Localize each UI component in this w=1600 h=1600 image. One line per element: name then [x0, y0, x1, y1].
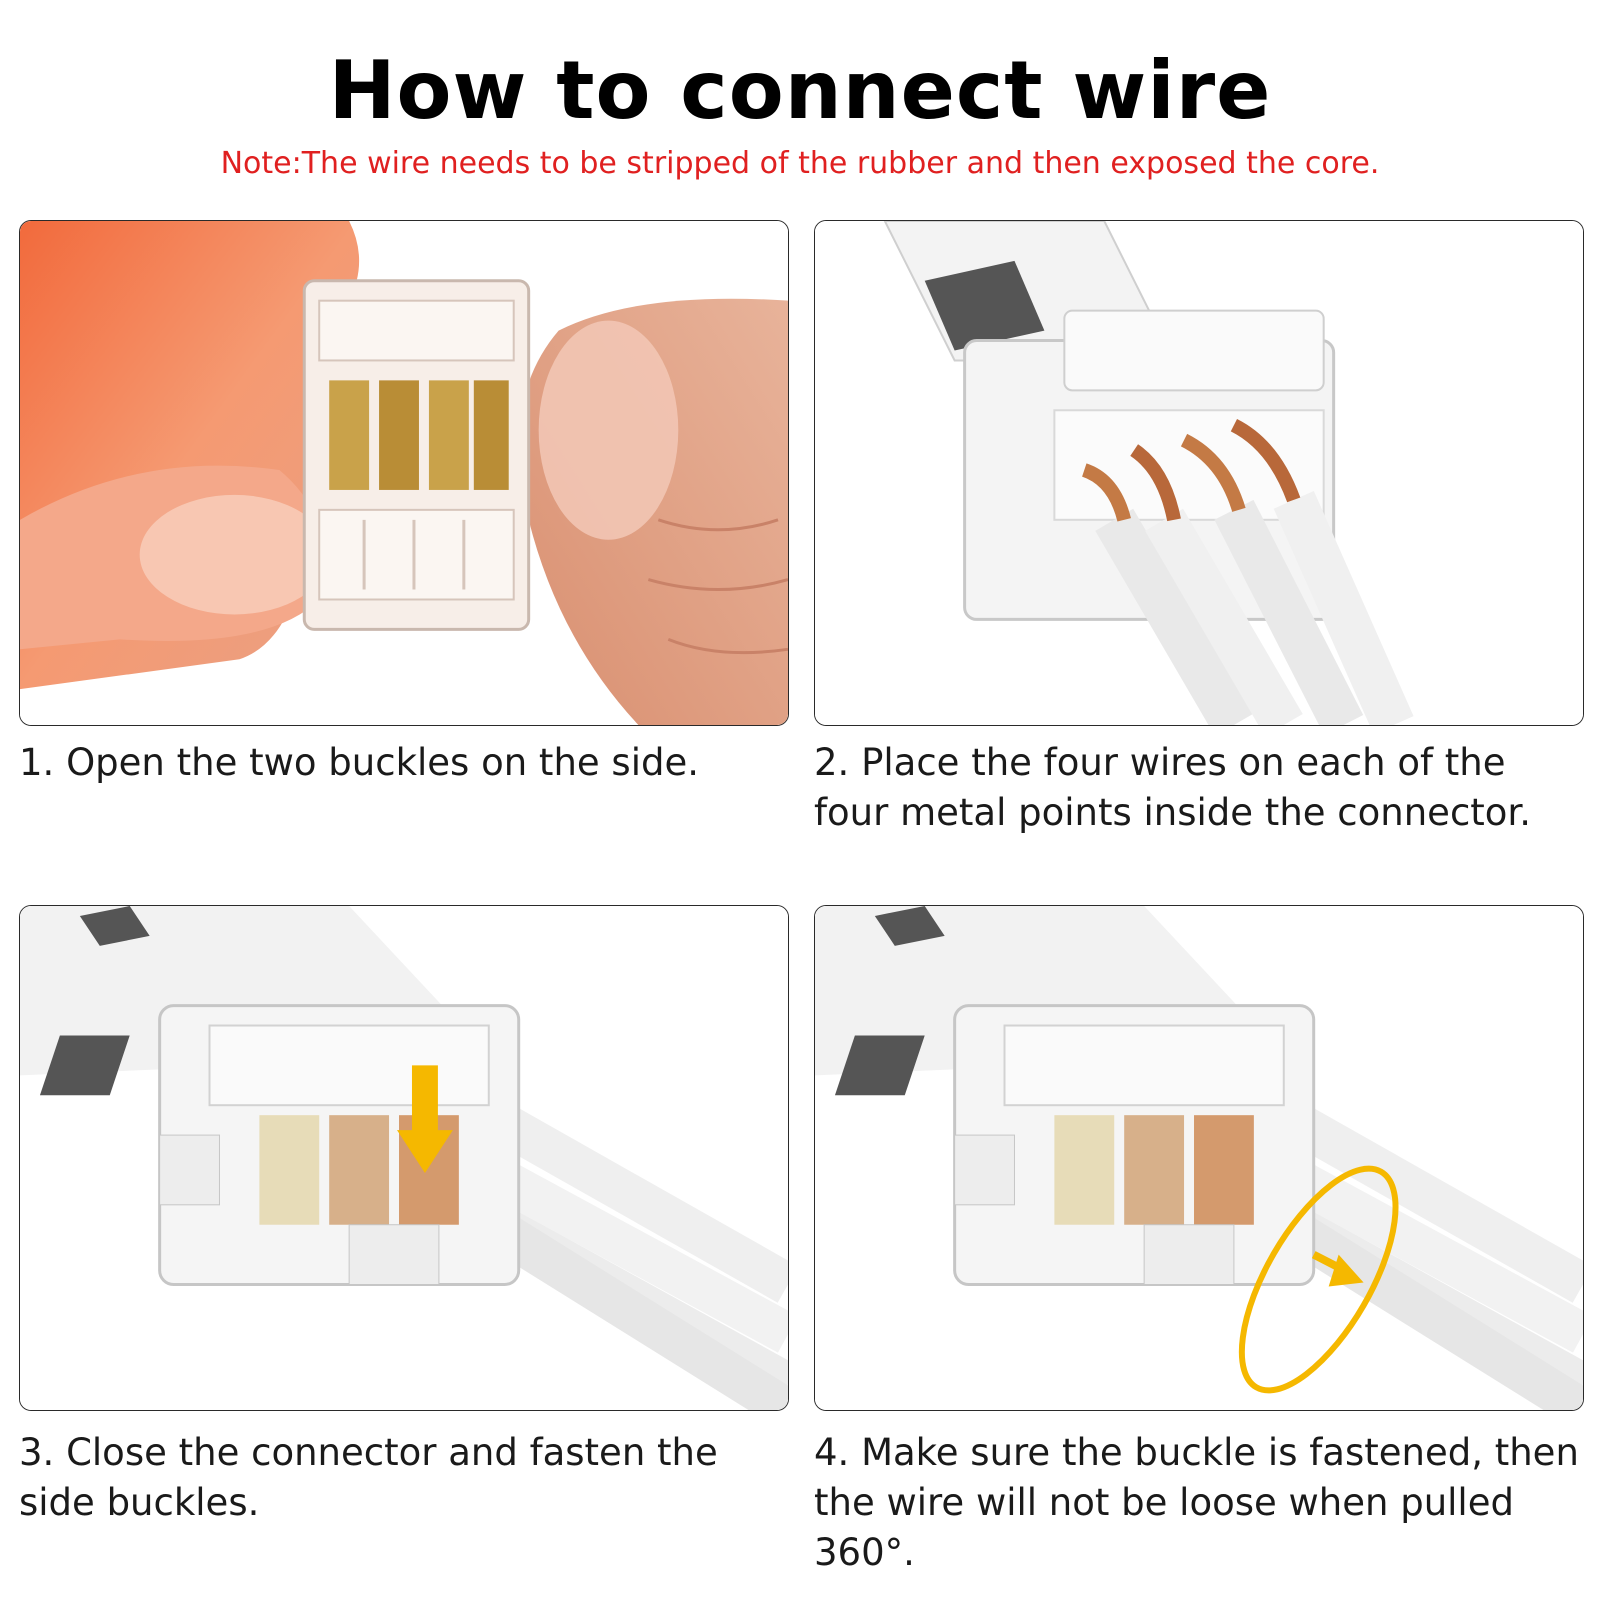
page-title: How to connect wire — [328, 44, 1272, 137]
step-3-image — [19, 905, 789, 1411]
step-2-caption: 2. Place the four wires on each of the f… — [814, 741, 1532, 834]
rotate-360-icon — [1238, 1165, 1399, 1394]
step-4-caption: 4. Make sure the buckle is fastened, the… — [814, 1431, 1579, 1574]
note-text: Note:The wire needs to be stripped of th… — [220, 146, 1380, 181]
step-3-caption: 3. Close the connector and fasten the si… — [19, 1431, 718, 1524]
step-4-image — [814, 905, 1584, 1411]
step-2-image — [814, 220, 1584, 726]
down-arrow-icon — [411, 1065, 438, 1136]
step-1-image — [19, 220, 789, 726]
step-1-caption: 1. Open the two buckles on the side. — [19, 741, 699, 784]
